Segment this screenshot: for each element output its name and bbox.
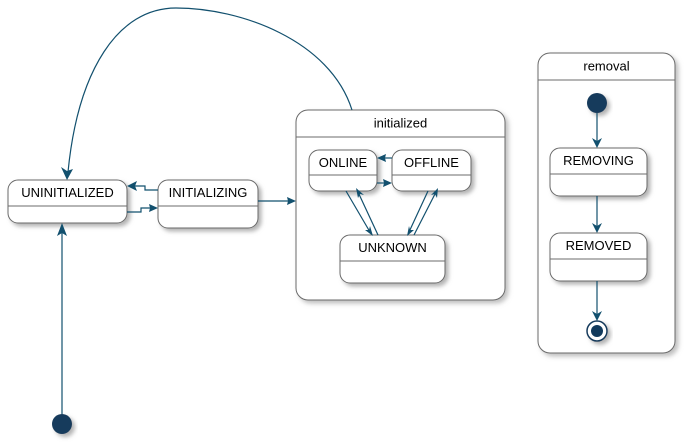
state-initializing[interactable]: INITIALIZING bbox=[157, 179, 259, 229]
state-uninitialized-box bbox=[7, 179, 128, 224]
state-offline-box bbox=[391, 149, 472, 192]
state-online[interactable]: ONLINE bbox=[308, 149, 378, 192]
group-initialized[interactable]: initialized ONLINE OFFLINE UNKNOWN bbox=[295, 109, 506, 301]
initial-node-removal bbox=[587, 93, 607, 113]
edge-uninitialized-to-initializing bbox=[127, 204, 158, 213]
state-online-box bbox=[308, 149, 378, 192]
group-initialized-label: initialized bbox=[374, 115, 427, 130]
edge-start-to-uninitialized bbox=[57, 223, 67, 414]
state-removing[interactable]: REMOVING bbox=[549, 147, 648, 197]
state-unknown-label: UNKNOWN bbox=[358, 240, 427, 255]
edge-online-to-offline bbox=[377, 179, 392, 187]
final-node-removal bbox=[586, 320, 608, 342]
state-removed-box bbox=[549, 232, 648, 282]
edge-online-to-unknown bbox=[345, 190, 373, 236]
state-removed[interactable]: REMOVED bbox=[549, 232, 648, 282]
edge-initializing-to-initialized bbox=[258, 197, 296, 205]
edge-initializing-to-uninitialized bbox=[127, 181, 158, 191]
state-uninitialized[interactable]: UNINITIALIZED bbox=[7, 179, 128, 224]
state-removed-label: REMOVED bbox=[566, 238, 632, 253]
state-online-label: ONLINE bbox=[319, 155, 368, 170]
state-offline-label: OFFLINE bbox=[404, 155, 459, 170]
state-initializing-box bbox=[157, 179, 259, 229]
state-removing-label: REMOVING bbox=[563, 153, 634, 168]
state-initializing-label: INITIALIZING bbox=[169, 185, 248, 200]
group-removal-label: removal bbox=[583, 58, 629, 73]
edge-start-to-removing bbox=[592, 113, 602, 148]
group-removal[interactable]: removal REMOVING REMOVED bbox=[537, 52, 676, 354]
state-uninitialized-label: UNINITIALIZED bbox=[21, 185, 113, 200]
edge-initialized-to-uninitialized bbox=[61, 7, 353, 180]
state-removing-box bbox=[549, 147, 648, 197]
state-offline[interactable]: OFFLINE bbox=[391, 149, 472, 192]
edge-unknown-to-offline bbox=[413, 188, 438, 236]
initial-node-main bbox=[52, 414, 72, 434]
edge-offline-to-online bbox=[377, 154, 392, 162]
edge-unknown-to-online bbox=[356, 188, 379, 236]
group-removal-box bbox=[537, 52, 676, 354]
state-unknown[interactable]: UNKNOWN bbox=[339, 234, 446, 284]
edge-removed-to-final bbox=[592, 281, 602, 321]
edge-offline-to-unknown bbox=[407, 190, 429, 236]
state-unknown-box bbox=[339, 234, 446, 284]
edge-removing-to-removed bbox=[592, 196, 602, 233]
